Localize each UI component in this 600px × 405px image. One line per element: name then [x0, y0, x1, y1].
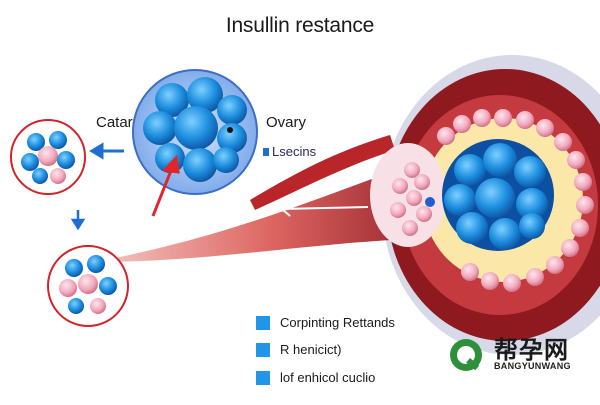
label-secretion: Lsecins	[272, 144, 317, 159]
side-follicle-cluster	[370, 143, 446, 247]
blue-arrow-down	[70, 210, 86, 231]
tissue-funnel-top	[250, 135, 395, 210]
legend-swatch	[256, 316, 270, 330]
legend-label: Corpinting Rettands	[280, 315, 395, 330]
ovary-cross-section	[95, 55, 600, 355]
legend-label: R henicict)	[280, 342, 342, 357]
watermark: 帮孕网 BANGYUNWANG	[446, 330, 596, 382]
legend-swatch	[256, 343, 270, 357]
pink-follicle-ring	[437, 109, 594, 292]
cell-circle-top-left	[10, 119, 86, 195]
central-cell-cluster	[132, 69, 258, 195]
ovary-blue-cluster	[442, 139, 554, 251]
legend-swatch	[256, 371, 270, 385]
diagram-title: Insullin restance	[225, 14, 375, 37]
white-arrow	[280, 201, 369, 217]
label-catar: Catar	[96, 114, 133, 131]
blue-arrow-left	[89, 142, 124, 160]
watermark-logo-icon	[450, 339, 482, 371]
legend-label: lof enhicol cuclio	[280, 370, 376, 385]
red-arrow	[151, 154, 180, 217]
watermark-name: 帮孕网	[494, 337, 569, 364]
cell-circle-bottom-left	[47, 245, 129, 327]
secretion-marker	[263, 148, 269, 156]
tissue-funnel	[95, 176, 392, 262]
watermark-sub: BANGYUNWANG	[494, 361, 571, 371]
label-ovary: Ovary	[266, 114, 307, 131]
